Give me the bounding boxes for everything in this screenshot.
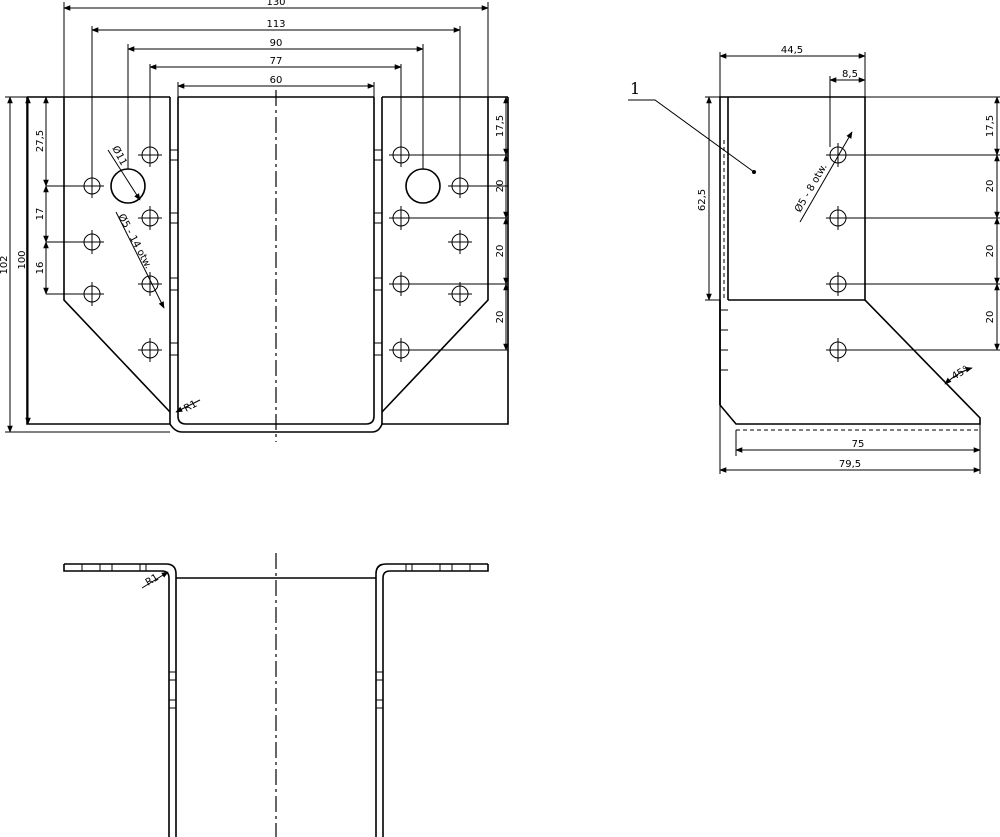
bottom-view: R1	[63, 553, 489, 837]
dim-130: 130	[266, 0, 285, 8]
dim-side-20-c: 20	[985, 311, 996, 324]
side-hidden-marks	[720, 140, 728, 371]
dim-79-5: 79,5	[839, 459, 861, 470]
dim-20-c: 20	[495, 311, 506, 324]
front-holes	[46, 143, 508, 362]
bottom-channel-outline	[64, 563, 177, 837]
front-view: 130 113 90 77 60 102 100 27,5 17 16	[0, 0, 509, 442]
dim-17: 17	[35, 208, 46, 221]
front-left-dimensions: 102 100 27,5 17 16	[0, 96, 170, 433]
hole-label-11: Ø11	[109, 144, 129, 168]
dim-60: 60	[270, 75, 283, 86]
dim-8-5: 8,5	[842, 69, 858, 80]
dim-16: 16	[35, 262, 46, 275]
hole-label-5-14: Ø5 - 14 otw.	[115, 212, 154, 271]
right-wing-plate	[381, 97, 489, 413]
dim-20-b: 20	[495, 245, 506, 258]
radius-label-front: R1	[182, 399, 199, 415]
dim-90: 90	[270, 38, 283, 49]
side-hole-leader: Ø5 - 8 otw.	[792, 131, 853, 223]
wall-ticks	[170, 149, 382, 356]
dim-75: 75	[852, 439, 865, 450]
left-wing-plate	[63, 97, 171, 413]
side-top-dimensions: 44,5 8,5	[719, 45, 866, 147]
front-top-dimensions: 130 113 90 77 60	[63, 0, 489, 178]
front-outline	[26, 97, 509, 433]
dim-20-a: 20	[495, 180, 506, 193]
front-right-dimensions: 17,5 20 20 20	[495, 96, 509, 351]
front-hole-leaders: Ø11 Ø5 - 14 otw. R1	[107, 144, 201, 415]
callout-number: 1	[630, 79, 640, 98]
dim-113: 113	[266, 19, 285, 30]
side-plate-outline	[719, 96, 981, 425]
callout-1: 1	[628, 79, 756, 174]
large-hole-right	[405, 168, 441, 204]
side-view: 44,5 8,5 62,5 17,5 20 20 20 Ø5 - 8 otw.	[628, 45, 1000, 474]
dim-102: 102	[0, 255, 10, 274]
side-right-dimensions: 17,5 20 20 20	[865, 96, 1000, 351]
dim-100: 100	[17, 250, 28, 269]
dim-44-5: 44,5	[781, 45, 803, 56]
dim-62-5: 62,5	[697, 189, 708, 211]
hole-label-5-8: Ø5 - 8 otw.	[792, 162, 830, 215]
side-angle: 45°	[944, 364, 973, 385]
side-bottom-dimensions: 75 79,5	[719, 405, 981, 474]
side-holes	[826, 143, 1000, 362]
bottom-ticks	[81, 564, 471, 709]
dim-77: 77	[270, 56, 283, 67]
angle-45: 45°	[950, 364, 971, 382]
dim-27-5: 27,5	[35, 130, 46, 152]
radius-label-bottom: R1	[144, 572, 161, 588]
dim-side-17-5: 17,5	[985, 115, 996, 137]
dim-side-20-b: 20	[985, 245, 996, 258]
side-left-dimension: 62,5	[697, 96, 720, 301]
dim-side-20-a: 20	[985, 180, 996, 193]
dim-17-5-right: 17,5	[495, 115, 506, 137]
large-hole-left	[110, 168, 146, 204]
